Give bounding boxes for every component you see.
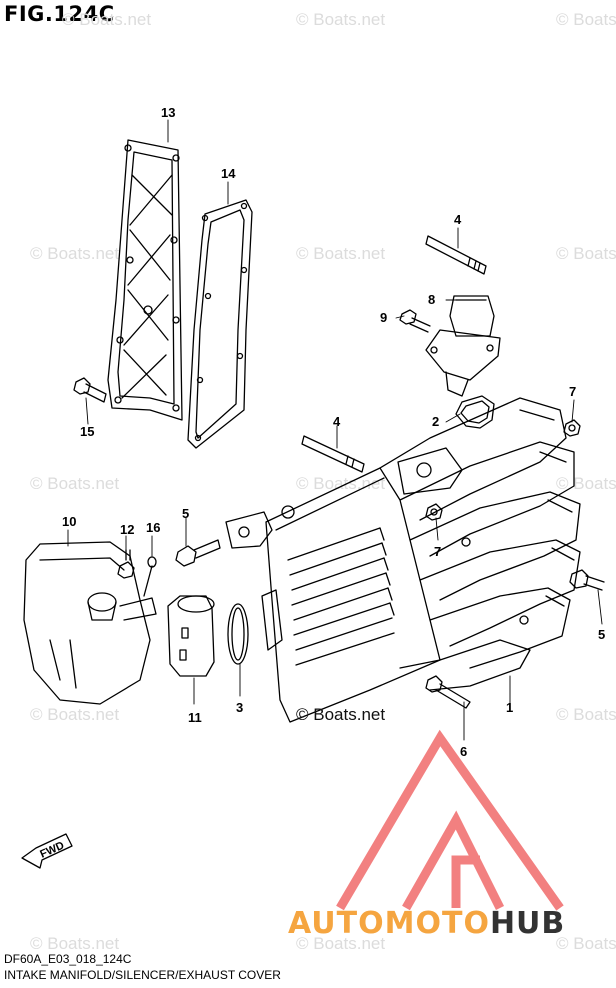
leader-lines: [67, 119, 603, 741]
watermark: © Boats.net: [296, 244, 386, 263]
callout-3: 3: [236, 700, 244, 715]
intake-manifold-part-1: [225, 397, 581, 723]
nut-part-7-center: [425, 503, 443, 521]
bolt-part-6: [425, 675, 471, 709]
watermark: © Boats.net: [62, 10, 152, 29]
nut-part-7-right: [563, 419, 581, 437]
callout-1: 1: [506, 700, 514, 715]
footer-caption: INTAKE MANIFOLD/SILENCER/EXHAUST COVER: [4, 968, 281, 982]
callout-16: 16: [146, 520, 161, 535]
watermark: © Boats.net: [296, 934, 386, 953]
center-credit: © Boats.net: [296, 705, 386, 724]
watermark: © Boats.net: [556, 244, 616, 263]
watermark: © Boats.net: [556, 10, 616, 29]
o-ring-part-3: [227, 603, 249, 665]
callout-2: 2: [432, 414, 440, 429]
bolt-part-5-left: [175, 539, 221, 567]
screw-part-9: [399, 309, 431, 333]
watermark: © Boats.net: [556, 705, 616, 724]
bolt-part-15: [73, 377, 107, 403]
callout-4-lower: 4: [333, 414, 341, 429]
gasket-part-14: [187, 199, 253, 449]
callout-4-upper: 4: [454, 212, 462, 227]
callout-15: 15: [80, 424, 95, 439]
callout-13: 13: [161, 105, 176, 120]
figure-title: FIG.124C: [4, 2, 115, 26]
valve-part-8: [425, 295, 501, 397]
fwd-arrow-icon: [21, 833, 73, 869]
footer-code: DF60A_E03_018_124C: [4, 952, 132, 966]
watermark: © Boats.net: [30, 934, 120, 953]
brand-wordmark: AUTOMOTOHUB: [288, 906, 565, 941]
collar-part-11: [167, 595, 215, 677]
gasket-part-2: [455, 395, 495, 429]
watermark: © Boats.net: [30, 474, 120, 493]
callout-8: 8: [428, 292, 436, 307]
callout-7-right: 7: [569, 384, 577, 399]
callout-10: 10: [62, 514, 77, 529]
watermark: © Boats.net: [296, 10, 386, 29]
callout-5-left: 5: [182, 506, 190, 521]
brand-part-2: HUB: [489, 906, 566, 941]
exhaust-cover-part-13: [107, 139, 183, 421]
callout-6: 6: [460, 744, 468, 759]
callout-14: 14: [221, 166, 236, 181]
stud-part-4-lower: [301, 435, 365, 473]
washer-part-16: [143, 556, 157, 597]
watermark: © Boats.net: [30, 244, 120, 263]
automotohub-logo-icon: [336, 729, 564, 911]
callout-9: 9: [380, 310, 388, 325]
callout-12: 12: [120, 522, 135, 537]
callout-5-right: 5: [598, 627, 606, 642]
brand-part-1: AUTOMOTO: [288, 906, 490, 941]
callout-7-center: 7: [434, 544, 442, 559]
silencer-part-10: [23, 541, 157, 705]
watermark: © Boats.net: [30, 705, 120, 724]
bolt-part-5-right: [569, 569, 605, 591]
watermark: © Boats.net: [556, 934, 616, 953]
fwd-label: FWD: [38, 840, 66, 861]
callout-11: 11: [188, 710, 202, 725]
stud-part-4-upper: [425, 235, 487, 275]
